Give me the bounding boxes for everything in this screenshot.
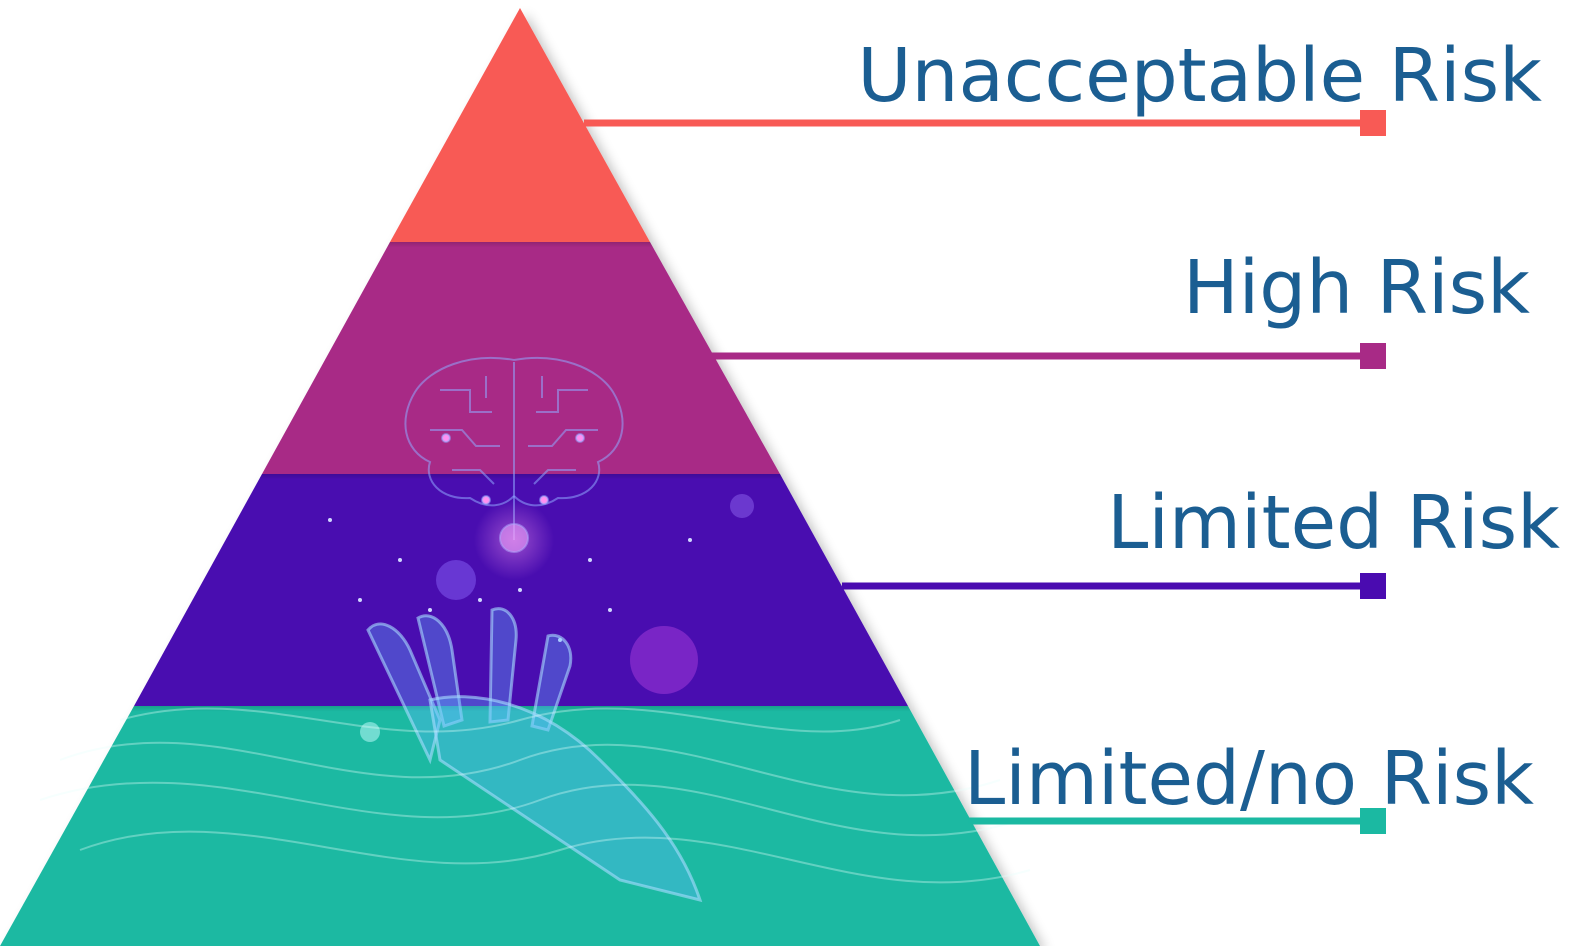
label-limited-risk: Limited Risk <box>1107 480 1560 566</box>
band-shading <box>122 242 920 728</box>
marker-high-risk <box>1360 343 1386 369</box>
marker-unacceptable-risk <box>1360 110 1386 136</box>
label-unacceptable-risk: Unacceptable Risk <box>857 33 1542 119</box>
label-limited-no-risk: Limited/no Risk <box>964 736 1534 822</box>
glow-particles <box>328 494 754 742</box>
marker-limited-no-risk <box>1360 808 1386 834</box>
label-high-risk: High Risk <box>1183 245 1530 331</box>
tier-labels: Unacceptable Risk High Risk Limited Risk… <box>857 33 1560 822</box>
glowing-hand-icon <box>366 607 703 903</box>
marker-limited-risk <box>1360 573 1386 599</box>
connectors <box>584 110 1386 834</box>
tier-limited-no-risk <box>0 706 1040 946</box>
tier-unacceptable-risk <box>390 8 650 242</box>
flow-lines <box>39 707 1031 884</box>
